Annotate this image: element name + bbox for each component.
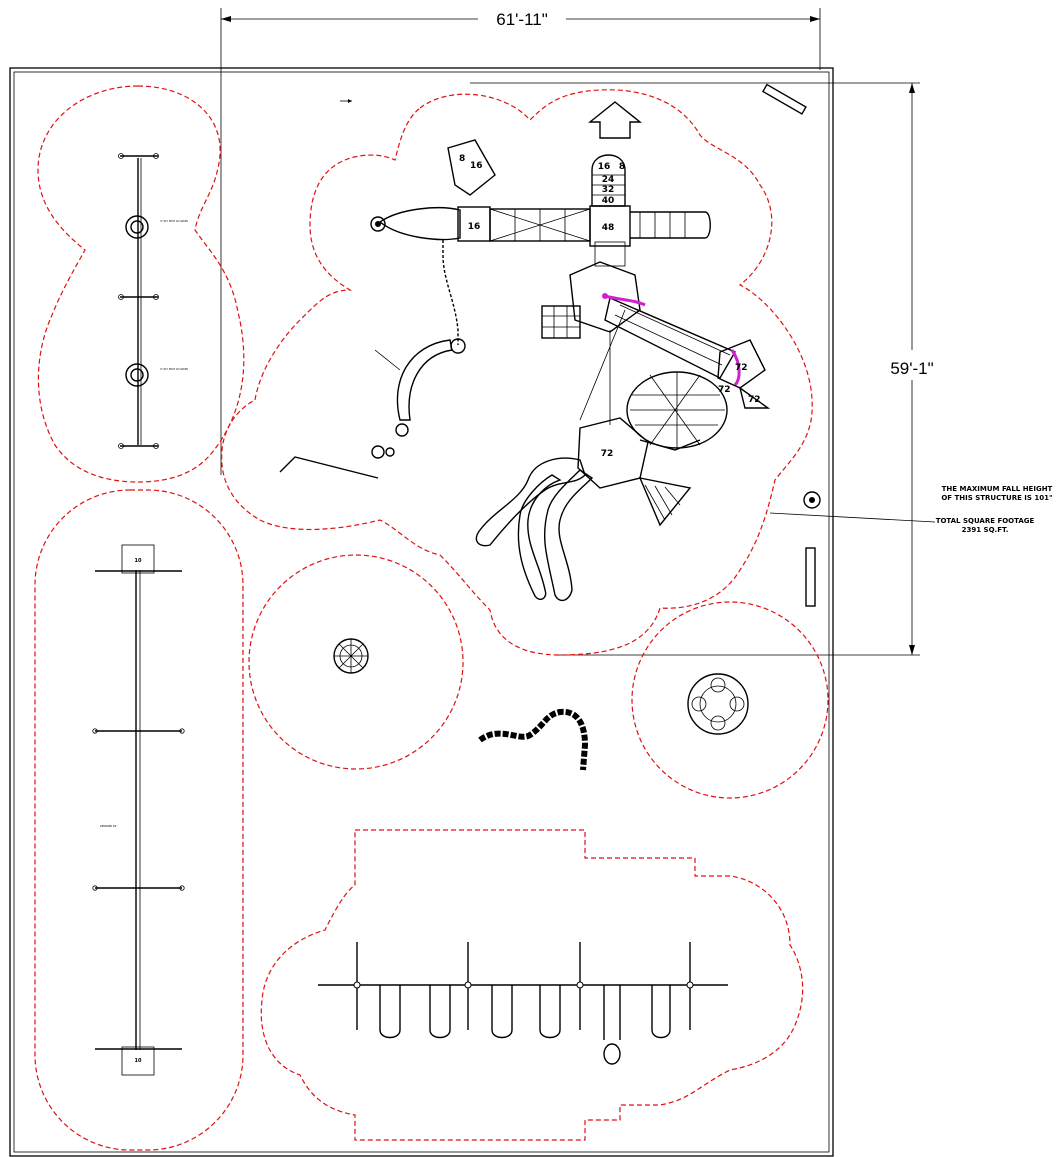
site-boundary-inner <box>13 71 830 1153</box>
height-dimension-label: 59'-1" <box>890 359 933 378</box>
width-dimension-label: 61'-11" <box>496 10 548 29</box>
svg-text:2391 SQ.FT.: 2391 SQ.FT. <box>962 526 1009 534</box>
wavy-climbing-wall <box>478 708 589 771</box>
svg-text:10: 10 <box>135 558 142 564</box>
svg-text:72: 72 <box>748 395 761 405</box>
width-dimension: 61'-11" <box>220 8 821 475</box>
square-footage-note: TOTAL SQUARE FOOTAGE 2391 SQ.FT. <box>936 517 1035 534</box>
svg-text:4" PLY SEAT W/ GRIPS: 4" PLY SEAT W/ GRIPS <box>160 367 188 371</box>
zipline-equipment: 10 10 ZIPRIDER 60' <box>92 544 185 1076</box>
svg-text:8: 8 <box>619 162 625 172</box>
svg-text:10: 10 <box>135 1058 142 1064</box>
svg-text:72: 72 <box>718 385 731 395</box>
fall-height-note: THE MAXIMUM FALL HEIGHT OF THIS STRUCTUR… <box>941 485 1052 502</box>
svg-text:OF THIS STRUCTURE IS 101": OF THIS STRUCTURE IS 101" <box>941 494 1052 502</box>
svg-text:ZIPRIDER 60': ZIPRIDER 60' <box>100 824 117 828</box>
north-arrow-icon <box>588 101 642 139</box>
note-leader-line <box>769 512 936 523</box>
use-zone-spinner-left <box>248 554 464 770</box>
use-zone-seesaw <box>37 85 245 483</box>
height-dimension: 59'-1" <box>470 82 934 656</box>
svg-text:72: 72 <box>601 449 614 459</box>
svg-text:THE MAXIMUM FALL HEIGHT: THE MAXIMUM FALL HEIGHT <box>942 485 1053 493</box>
svg-text:4" PLY SEAT W/ GRIPS: 4" PLY SEAT W/ GRIPS <box>160 219 188 223</box>
seesaw-equipment: 4" PLY SEAT W/ GRIPS 4" PLY SEAT W/ GRIP… <box>118 153 188 449</box>
svg-text:8: 8 <box>459 154 465 164</box>
svg-text:24: 24 <box>602 175 615 185</box>
spinner-right <box>687 673 749 735</box>
highlight-curve <box>604 294 741 387</box>
site-boundary-outer <box>9 67 834 1157</box>
spinner-left <box>333 638 369 674</box>
svg-text:16: 16 <box>468 222 481 232</box>
svg-text:16: 16 <box>598 162 611 172</box>
svg-text:16: 16 <box>470 161 483 171</box>
use-zone-swings <box>260 829 804 1141</box>
swing-set <box>318 942 728 1065</box>
use-zone-main-structure <box>221 89 813 656</box>
svg-text:72: 72 <box>735 363 748 373</box>
svg-text:48: 48 <box>602 223 615 233</box>
use-zone-zipline <box>34 489 244 1151</box>
main-play-structure: 16 48 16 8 24 32 40 8 16 <box>279 83 821 607</box>
svg-text:32: 32 <box>602 185 615 195</box>
svg-text:TOTAL SQUARE FOOTAGE: TOTAL SQUARE FOOTAGE <box>936 517 1035 525</box>
svg-text:40: 40 <box>602 196 615 206</box>
use-zone-spinner-right <box>631 601 829 799</box>
